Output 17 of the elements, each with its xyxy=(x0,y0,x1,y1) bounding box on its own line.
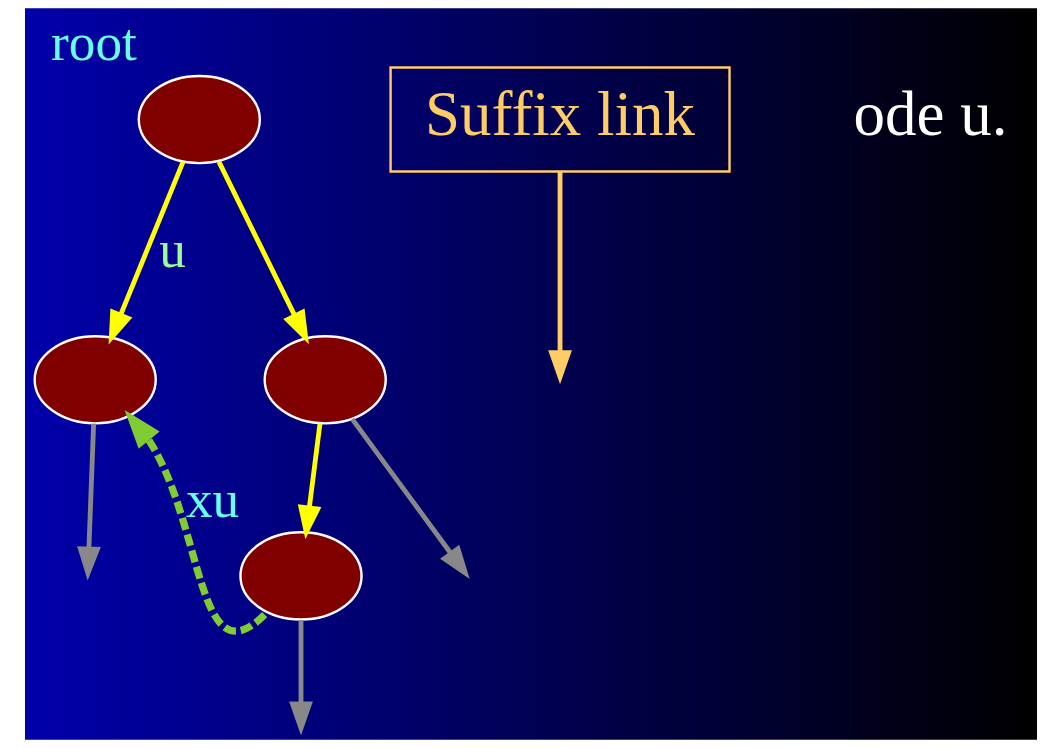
arrow xyxy=(350,417,470,580)
node-label: xu xyxy=(186,469,240,529)
arrow xyxy=(124,410,267,635)
arrow xyxy=(216,160,309,345)
arrow xyxy=(297,423,323,540)
node-circle xyxy=(137,74,262,165)
label: ode u. xyxy=(853,78,1008,149)
node-circle xyxy=(33,335,157,425)
arrow xyxy=(289,620,313,736)
arrow xyxy=(77,423,101,581)
edge-label: u xyxy=(159,220,186,280)
node-circle xyxy=(239,531,363,621)
node-label: root xyxy=(51,13,137,73)
node-box: Suffix link xyxy=(389,66,731,173)
arrow xyxy=(548,171,572,385)
arrow xyxy=(108,160,186,345)
node-circle xyxy=(263,335,387,425)
